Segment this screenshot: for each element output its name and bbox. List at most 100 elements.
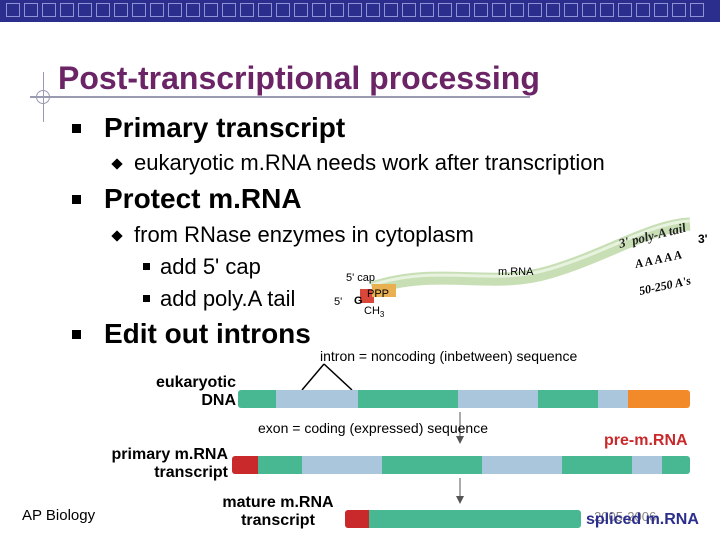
intron-segment xyxy=(482,456,562,474)
title-underline xyxy=(30,96,530,98)
banner-square xyxy=(582,3,596,17)
pre-mrna-label: pre-m.RNA xyxy=(604,432,688,449)
primary-label-line-2: transcript xyxy=(154,464,228,481)
banner-square xyxy=(96,3,110,17)
banner-square xyxy=(312,3,326,17)
exon-segment xyxy=(238,390,276,408)
cap-ppp-box xyxy=(372,284,396,297)
banner-square xyxy=(690,3,704,17)
banner-square xyxy=(240,3,254,17)
intron-segment xyxy=(632,456,662,474)
banner-square xyxy=(330,3,344,17)
banner-square xyxy=(114,3,128,17)
polya-tail-label: 3' poly-A tail xyxy=(616,220,688,251)
bullet-diamond-icon xyxy=(111,230,123,242)
mature-label-line-2: transcript xyxy=(241,512,315,529)
exon-segment xyxy=(369,510,581,528)
dna-label-line-2: DNA xyxy=(201,392,236,409)
banner-square xyxy=(438,3,452,17)
bullet-square-icon xyxy=(143,295,150,302)
cap-ch3: CH3 xyxy=(364,305,385,319)
banner-square xyxy=(402,3,416,17)
banner-square xyxy=(186,3,200,17)
bullet-add-polya: add poly.A tail xyxy=(160,286,296,311)
mrna-strand xyxy=(370,217,691,295)
banner-square xyxy=(564,3,578,17)
intron-segment xyxy=(598,390,628,408)
exon-segment xyxy=(562,456,632,474)
banner-square xyxy=(276,3,290,17)
bullet-add-cap: add 5' cap xyxy=(160,254,261,279)
bullet-edit-introns: Edit out introns xyxy=(104,318,311,349)
exon-callout-arrow xyxy=(456,412,464,444)
dna-label-line-1: eukaryotic xyxy=(155,374,236,391)
polya-letters: A A A A A xyxy=(633,247,683,271)
banner-square xyxy=(510,3,524,17)
banner-square xyxy=(600,3,614,17)
exon-segment xyxy=(382,456,482,474)
intron-segment xyxy=(276,390,358,408)
footer-year: 2005-2006 xyxy=(594,509,657,524)
cap-ppp: PPP xyxy=(367,288,389,300)
banner-square xyxy=(60,3,74,17)
primary-transcript-label: primary m.RNA transcript xyxy=(96,446,228,482)
mature-transcript-bar xyxy=(345,510,581,528)
banner-square xyxy=(294,3,308,17)
dna-label: eukaryotic DNA xyxy=(140,374,236,410)
top-banner xyxy=(0,0,720,22)
banner-square xyxy=(222,3,236,17)
banner-square xyxy=(150,3,164,17)
banner-square xyxy=(672,3,686,17)
banner-square xyxy=(618,3,632,17)
banner-square xyxy=(348,3,362,17)
dna-end-segment xyxy=(628,390,690,408)
mrna-strand-highlight xyxy=(371,219,691,287)
intron-segment xyxy=(458,390,538,408)
exon-segment xyxy=(258,456,302,474)
bullet-protect-mrna: Protect m.RNA xyxy=(104,183,302,214)
banner-square xyxy=(474,3,488,17)
primary-transcript-bar xyxy=(232,456,690,474)
banner-square xyxy=(6,3,20,17)
banner-square xyxy=(258,3,272,17)
mature-transcript-label: mature m.RNA transcript xyxy=(212,494,344,530)
cap-g-letter: G xyxy=(354,295,363,307)
bullet-primary-transcript: Primary transcript xyxy=(104,112,346,143)
exon-segment xyxy=(358,390,458,408)
footer-course: AP Biology xyxy=(22,507,96,524)
bullet-square-icon xyxy=(72,195,81,204)
exon-segment xyxy=(538,390,598,408)
banner-square xyxy=(492,3,506,17)
banner-square xyxy=(42,3,56,17)
bullet-eukaryotic-mrna: eukaryotic m.RNA needs work after transc… xyxy=(134,150,605,175)
polya-count: 50-250 A's xyxy=(638,273,693,298)
banner-square xyxy=(132,3,146,17)
banner-square xyxy=(204,3,218,17)
five-prime-end: 5' xyxy=(334,296,342,308)
banner-square xyxy=(528,3,542,17)
cap-segment xyxy=(232,456,258,474)
bullet-diamond-icon xyxy=(111,158,123,170)
banner-square xyxy=(654,3,668,17)
mrna-label: m.RNA xyxy=(498,266,534,278)
mrna-cap-tail-figure: 5' cap 5' G PPP CH3 m.RNA 3' poly-A tail… xyxy=(334,217,708,319)
cap-segment xyxy=(345,510,369,528)
bullet-square-icon xyxy=(72,124,81,133)
primary-label-line-1: primary m.RNA xyxy=(111,446,228,463)
bullet-from-rnase: from RNase enzymes in cytoplasm xyxy=(134,222,474,247)
banner-square xyxy=(420,3,434,17)
banner-square xyxy=(366,3,380,17)
mature-label-line-1: mature m.RNA xyxy=(222,494,334,511)
slide-title: Post-transcriptional processing xyxy=(58,60,540,96)
banner-square xyxy=(384,3,398,17)
spliced-mrna-label: spliced m.RNA xyxy=(586,511,699,528)
banner-square xyxy=(168,3,182,17)
cap-g-box xyxy=(360,289,374,303)
three-prime-end: 3' xyxy=(698,232,708,246)
dna-bar xyxy=(238,390,690,408)
banner-square xyxy=(636,3,650,17)
exon-segment xyxy=(662,456,690,474)
intron-segment xyxy=(302,456,382,474)
intron-callout-lines xyxy=(301,363,353,391)
bullet-square-icon xyxy=(72,330,81,339)
